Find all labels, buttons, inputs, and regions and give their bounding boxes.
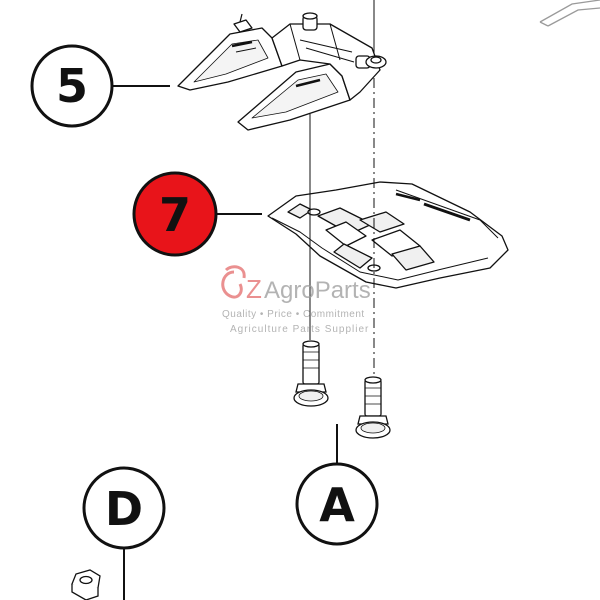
- callout-5[interactable]: 5: [30, 44, 114, 128]
- callout-a-label: A: [319, 478, 355, 532]
- watermark-logo-icon: [221, 265, 246, 299]
- watermark-brand-name: AgroParts: [264, 277, 371, 304]
- callout-5-label: 5: [56, 59, 88, 113]
- lock-nut[interactable]: [71, 569, 101, 600]
- callout-d-label: D: [105, 482, 143, 536]
- callout-a[interactable]: A: [295, 462, 379, 546]
- partial-part-sketch: [539, 0, 600, 27]
- watermark-brand-prefix: Z: [246, 274, 262, 304]
- callout-d[interactable]: D: [82, 466, 166, 550]
- callout-7[interactable]: 7: [132, 171, 218, 257]
- bolt-axis-lines: [309, 0, 375, 380]
- watermark-subtitle: Agriculture Parts Supplier: [230, 324, 369, 335]
- watermark-tagline: Quality • Price • Commitment: [222, 309, 365, 320]
- knife-guard-assembly[interactable]: [177, 12, 387, 131]
- callout-7-label: 7: [159, 188, 191, 242]
- hold-down-clip[interactable]: [267, 181, 509, 289]
- leader-lines: [112, 85, 338, 600]
- carriage-bolt-left[interactable]: [293, 340, 329, 407]
- callout-7-badge: [132, 171, 218, 257]
- carriage-bolt-right[interactable]: [355, 376, 391, 439]
- watermark: Z AgroParts Quality • Price • Commitment…: [221, 265, 371, 335]
